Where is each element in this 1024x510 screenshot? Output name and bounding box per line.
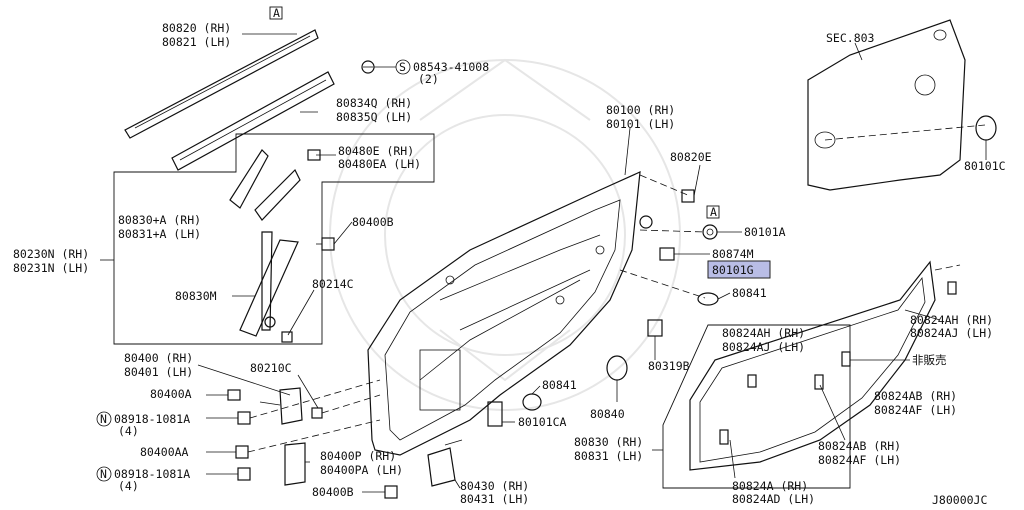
label-80480ea: 80480EA (LH) (338, 157, 421, 171)
label-80480e: 80480E (RH) (338, 144, 414, 158)
plug-80841-right-part[interactable] (697, 292, 719, 306)
sealing-screen-part[interactable] (807, 19, 966, 191)
diagram-code: J80000JC (932, 493, 987, 507)
label-80840: 80840 (590, 407, 625, 421)
label-80831a: 80831+A (LH) (118, 227, 201, 241)
label-80400a: 80400A (150, 387, 192, 401)
label-80830a: 80830+A (RH) (118, 213, 201, 227)
label-screw-08543: 08543-41008 (413, 60, 489, 74)
label-80834q: 80834Q (RH) (336, 96, 412, 110)
label-bolt-08918-b-qty: (4) (118, 479, 139, 493)
clip-80824ab-part[interactable] (719, 351, 851, 445)
label-80824a: 80824A (RH) (732, 479, 808, 493)
label-80100: 80100 (RH) (606, 103, 675, 117)
label-80841-mid: 80841 (542, 378, 577, 392)
label-80841-right: 80841 (732, 286, 767, 300)
label-80824ab-2: 80824AB (RH) (818, 439, 901, 453)
label-80400p: 80400P (RH) (320, 449, 396, 463)
screw-part[interactable] (361, 60, 375, 74)
circle-s-icon: S (395, 59, 411, 75)
bolt-08918-b-part[interactable] (237, 467, 251, 481)
label-bolt-08918-b: 08918-1081A (114, 467, 190, 481)
label-80430: 80430 (RH) (460, 479, 529, 493)
label-80401: 80401 (LH) (124, 365, 193, 379)
label-80101g: 80101G (712, 263, 754, 277)
bolt-08918-a-part[interactable] (237, 411, 251, 425)
label-80231n: 80231N (LH) (13, 261, 89, 275)
label-80400b-bottom: 80400B (312, 485, 354, 499)
seal-80874m-part[interactable] (659, 247, 675, 261)
clip-80824ah-part[interactable] (747, 281, 957, 388)
label-80820: 80820 (RH) (162, 21, 231, 35)
upper-hinge-part[interactable] (259, 387, 303, 425)
bolt-80400a-part[interactable] (227, 389, 241, 401)
label-bolt-08918-a: 08918-1081A (114, 412, 190, 426)
clip-80820e-part[interactable] (681, 189, 695, 203)
label-80821: 80821 (LH) (162, 35, 231, 49)
bolt-80400b-bottom-part[interactable] (384, 485, 398, 499)
label-80824ab-1: 80824AB (RH) (874, 389, 957, 403)
label-80824ah-right: 80824AH (RH) (910, 313, 993, 327)
circle-n-icon-a: N (96, 411, 112, 427)
label-80400b-top: 80400B (352, 215, 394, 229)
lower-hinge-part[interactable] (284, 442, 306, 486)
label-80101a: 80101A (744, 225, 786, 239)
label-sec803: SEC.803 (826, 31, 875, 45)
ref-marker-label-top: A (273, 6, 280, 20)
label-bolt-08918-a-qty: (4) (118, 424, 139, 438)
circle-n-icon-b: N (96, 466, 112, 482)
label-80820e: 80820E (670, 150, 712, 164)
label-80831-lh: 80831 (LH) (574, 449, 643, 463)
outer-moulding-part[interactable] (124, 29, 319, 139)
window-regulator-part[interactable] (229, 149, 301, 337)
label-80835q: 80835Q (LH) (336, 110, 412, 124)
label-80824ad: 80824AD (LH) (732, 492, 815, 506)
label-80824aj-right: 80824AJ (LH) (910, 326, 993, 340)
label-80824aj-left: 80824AJ (LH) (722, 340, 805, 354)
pad-80101ca-part[interactable] (487, 401, 503, 427)
label-80230n: 80230N (RH) (13, 247, 89, 261)
label-screw-08543-qty: (2) (418, 72, 439, 86)
check-link-part[interactable] (427, 439, 463, 487)
label-80824ah-left: 80824AH (RH) (722, 326, 805, 340)
plug-80101c-part[interactable] (975, 115, 997, 141)
plug-80840-part[interactable] (606, 355, 628, 381)
grommet-80101a-part[interactable] (702, 224, 718, 240)
ref-marker-label: A (710, 205, 717, 219)
label-80210c: 80210C (250, 361, 292, 375)
weatherstrip-part[interactable] (689, 260, 936, 471)
svg-text:S: S (399, 60, 406, 74)
label-80830m: 80830M (175, 289, 217, 303)
label-80824af-1: 80824AF (LH) (874, 403, 957, 417)
door-panel-part[interactable] (367, 171, 641, 456)
watermark-emblem (329, 58, 681, 411)
label-80214c: 80214C (312, 277, 354, 291)
label-80101c: 80101C (964, 159, 1006, 173)
label-80830-rh: 80830 (RH) (574, 435, 643, 449)
svg-text:N: N (100, 467, 107, 481)
label-80319b: 80319B (648, 359, 690, 373)
ref-marker-box-top: A (269, 6, 283, 20)
ring-part[interactable] (639, 215, 653, 229)
label-80101: 80101 (LH) (606, 117, 675, 131)
label-80400aa: 80400AA (140, 445, 189, 459)
label-80400: 80400 (RH) (124, 351, 193, 365)
bolt-80214c-part[interactable] (281, 331, 293, 343)
ref-marker-box-bottom: A (706, 205, 720, 219)
bolt-80210c-part[interactable] (311, 407, 323, 419)
bolt-80400aa-part[interactable] (235, 445, 249, 459)
svg-text:N: N (100, 412, 107, 426)
glass-run-seal-part[interactable] (171, 71, 335, 171)
label-80400pa: 80400PA (LH) (320, 463, 403, 477)
label-80101ca: 80101CA (518, 415, 567, 429)
regulator-group-bracket (113, 133, 435, 345)
weatherstrip-group-bracket (662, 324, 851, 489)
highlight-80101g[interactable] (707, 260, 771, 279)
label-80431: 80431 (LH) (460, 492, 529, 506)
label-not-for-sale: 非販売 (912, 353, 947, 367)
label-80824af-2: 80824AF (LH) (818, 453, 901, 467)
label-80874m: 80874M (712, 247, 754, 261)
